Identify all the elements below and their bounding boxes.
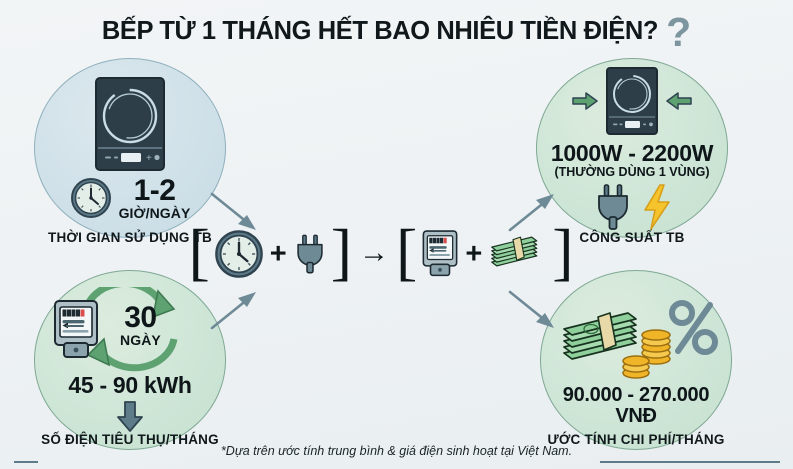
panel-power: 1000W - 2200W (THƯỜNG DÙNG 1 VÙNG) (536, 58, 728, 238)
panel-usage-time: + (34, 58, 226, 238)
rule-left (14, 461, 38, 463)
connector-arrow-bottom-left (208, 288, 264, 332)
plus-sign-right: + (465, 237, 483, 270)
power-note: (THƯỜNG DÙNG 1 VÙNG) (554, 165, 710, 180)
page-title: BẾP TỪ 1 THÁNG HẾT BAO NHIÊU TIỀN ĐIỆN? … (0, 8, 793, 54)
consumption-value: 45 - 90 kWh (68, 372, 192, 399)
money-stack-icon (488, 232, 548, 276)
bracket-open-right: [ (396, 216, 418, 288)
percent-icon (668, 299, 720, 357)
induction-cooktop-icon (604, 66, 660, 136)
question-mark-icon: ? (666, 8, 692, 55)
rule-right (600, 461, 780, 463)
power-value: 1000W - 2200W (550, 139, 714, 166)
electric-meter-icon (421, 229, 459, 279)
footnote-text: *Dựa trên ước tính trung bình & giá điện… (220, 444, 573, 458)
formula-equation: [ + (188, 208, 573, 300)
panel-cost: 90.000 - 270.000 VNĐ (540, 270, 732, 450)
plug-icon (593, 184, 633, 230)
cycle-value: 30 (124, 301, 157, 335)
panel-consumption: 30 NGÀY 45 - 90 kWh (34, 270, 226, 450)
connector-arrow-top-left (208, 190, 264, 234)
bracket-close-left: ] (330, 216, 352, 288)
title-text: BẾP TỪ 1 THÁNG HẾT BAO NHIÊU TIỀN ĐIỆN? (101, 16, 659, 45)
down-arrow-icon (115, 400, 145, 433)
svg-text:+: + (146, 153, 152, 164)
caption-power: CÔNG SUẤT TB (579, 230, 685, 245)
coins-icon (622, 323, 678, 381)
cycle-unit: NGÀY (120, 332, 161, 349)
plug-icon (293, 232, 327, 276)
arrow-right-icon: → (359, 236, 389, 269)
bracket-close-right: ] (552, 216, 574, 288)
bracket-open-left: [ (188, 216, 210, 288)
caption-usage-time: THỜI GIAN SỬ DỤNG TB (48, 230, 212, 245)
money-stack-icon (558, 307, 654, 373)
cost-value-line1: 90.000 - 270.000 (562, 384, 710, 406)
usage-time-unit: GIỜ/NGÀY (118, 204, 191, 221)
connector-arrow-top-right (504, 190, 560, 234)
arrow-right-green-icon (572, 92, 598, 110)
clock-icon (70, 177, 112, 219)
caption-cost: ƯỚC TÍNH CHI PHÍ/THÁNG (547, 432, 725, 447)
plus-sign-left: + (269, 237, 287, 270)
arrow-left-green-icon (666, 92, 692, 110)
clock-icon (214, 229, 264, 279)
cycle-arrows-icon (70, 287, 190, 373)
induction-cooktop-icon: + (92, 76, 168, 172)
lightning-bolt-icon (642, 184, 672, 230)
electric-meter-icon (52, 299, 100, 361)
cost-value-line2: VNĐ (615, 405, 657, 427)
connector-arrow-bottom-right (504, 288, 560, 332)
usage-time-value: 1-2 (133, 173, 176, 207)
caption-consumption: SỐ ĐIỆN TIÊU THỤ/THÁNG (41, 432, 219, 447)
